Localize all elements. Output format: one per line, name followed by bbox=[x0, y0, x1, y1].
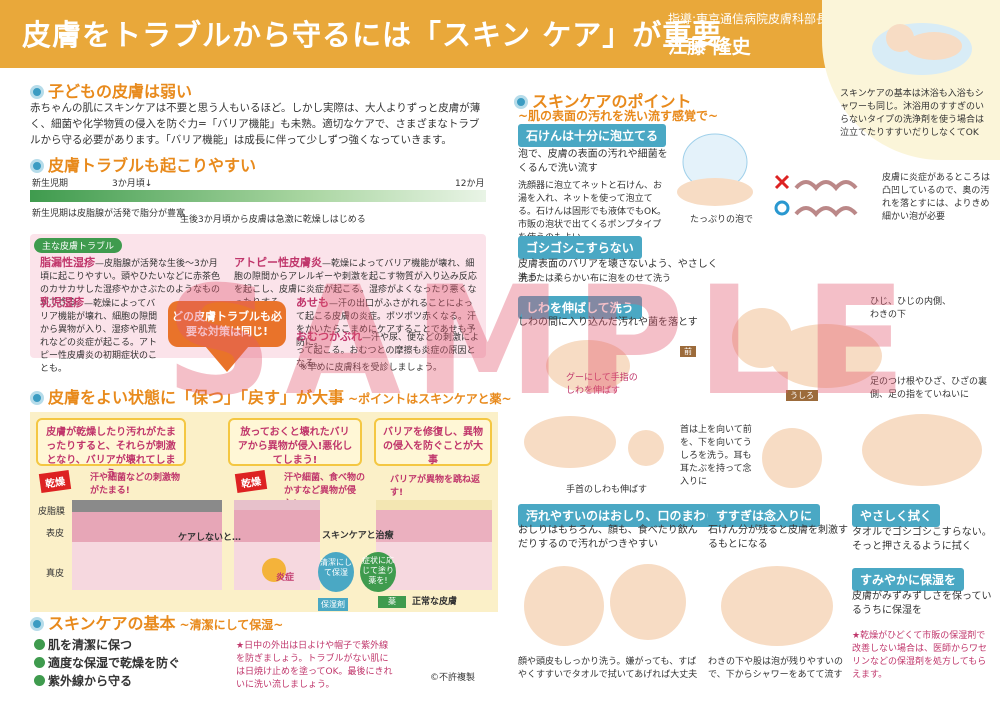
wrist-wash-illustration bbox=[524, 416, 664, 468]
point7-text: 皮膚がみずみずしさを保っているうちに保湿を bbox=[852, 591, 992, 616]
corner-note: スキンケアの基本は沐浴も入浴もシャワーも同じ。沐浴用のすすぎのいらないタイプの洗… bbox=[840, 89, 985, 138]
trouble-item: あせも—汗の出口がふさがれることによって起こる皮膚の炎症。ポツポツ赤くなる。汗を… bbox=[296, 296, 477, 348]
callout-bubble: どの皮膚トラブルも必要な対策は同じ! bbox=[168, 301, 286, 347]
point2-detail: 手または柔らかい布に泡をのせて洗う bbox=[518, 274, 672, 284]
author-name: 江藤 隆史 bbox=[668, 36, 751, 58]
point3-text: しわの間に入り込んだ汚れや菌を落とす bbox=[518, 317, 698, 328]
foam-comparison-illustration bbox=[774, 174, 858, 218]
medicine-badge: 症状に応じて塗り薬を! bbox=[360, 552, 396, 592]
section4-heading: スキンケアの基本~清潔にして保湿~ bbox=[30, 610, 283, 634]
barrier-card-2: 放っておくと壊れたバリアから異物が侵入!悪化してしまう! bbox=[228, 418, 362, 466]
bullet-icon bbox=[34, 657, 45, 668]
elbow-caption: ひじ、ひじの内側、わきの下 bbox=[870, 297, 952, 320]
foam-comparison-note: 皮膚に炎症があるところは凸凹しているので、奥の汚れを落とすには、よりきめ細かい泡… bbox=[882, 173, 991, 222]
point4-title: 汚れやすいのはおしり、口のまわり、頭皮 bbox=[518, 504, 762, 527]
point3-title: しわを伸ばして洗う bbox=[518, 296, 642, 319]
uv-note: ★日中の外出は日よけや帽子で紫外線を防ぎましょう。トラブルがない肌には日焼け止め… bbox=[236, 641, 393, 690]
section3-heading: 皮膚をよい状態に「保つ」「戻す」が大事~ポイントはスキンケアと薬~ bbox=[30, 384, 512, 408]
hand-wash-illustration bbox=[546, 340, 630, 392]
point7-note: ★乾燥がひどくて市販の保湿剤で改善しない場合は、医師からワセリンなどの保湿剤を処… bbox=[852, 631, 988, 680]
bullet-icon bbox=[34, 639, 45, 650]
barrier-card-1: 皮膚が乾燥したり汚れがたまったりすると、それらが刺激となり、バリアが壊れてしまう bbox=[36, 418, 186, 480]
fist-caption: グーにして手指のしわを伸ばす bbox=[566, 373, 638, 396]
front-tag: 前 bbox=[680, 346, 696, 357]
inflamed-skin-illustration bbox=[234, 500, 320, 590]
layer-label-epidermis: 表皮 bbox=[46, 529, 65, 539]
copyright: ©不許複製 bbox=[430, 673, 476, 683]
trouble-item: おむつかぶれ—汗や尿、便などの刺激によって起こる。おむつとの摩擦も炎症の原因とな… bbox=[296, 330, 480, 369]
timeline-bar bbox=[30, 190, 486, 202]
bottom-face-wash-illustration bbox=[524, 564, 686, 646]
timeline-12months: 12か月 bbox=[455, 179, 485, 189]
bullet-circle-icon bbox=[30, 85, 44, 99]
point1-title: 石けんは十分に泡立てる bbox=[518, 124, 667, 147]
foam-hands-illustration bbox=[677, 133, 753, 206]
trouble-item: 脂漏性湿疹—皮脂腺が活発な生後〜3か月頃に起こりやすい。頭やひたいなどに赤茶色の… bbox=[40, 256, 221, 308]
bullet-circle-icon bbox=[30, 617, 44, 631]
timeline-note-newborn: 新生児期は皮脂腺が活発で脂分が豊富 bbox=[32, 209, 186, 219]
point5-text: 石けん分が残ると皮膚を刺激するもとになる bbox=[708, 525, 848, 550]
normal-skin-label: 正常な皮膚 bbox=[412, 597, 458, 607]
point7-title: すみやかに保湿を bbox=[852, 568, 965, 591]
down-arrow-icon bbox=[205, 346, 249, 372]
footnote: ※早めに皮膚科を受診しましょう。 bbox=[300, 363, 443, 373]
moisturizer-tag: 保湿剤 bbox=[318, 598, 348, 611]
point4-text: おしりはもちろん、顔も、食べたり飲んだりするので汚れがつきやすい bbox=[518, 525, 698, 550]
page-title: 皮膚をトラブルから守るには「スキン ケア」が重要 bbox=[22, 18, 723, 52]
basic-item: 適度な保湿で乾燥を防ぐ bbox=[34, 654, 180, 671]
barrier-card-3: バリアを修復し、異物の侵入を防ぐことが大事 bbox=[374, 418, 492, 466]
neck-caption: 首は上を向いて前を、下を向いてうしろを洗う。耳も耳たぶを持って念入りに bbox=[680, 425, 752, 487]
timeline-note-3months: 生後3か月頃から皮膚は急激に乾燥しはじめる bbox=[180, 215, 366, 225]
layer-label-sebum: 皮脂膜 bbox=[38, 507, 66, 517]
reflect-note: バリアが異物を跳ね返す! bbox=[390, 475, 481, 498]
point2-title: ゴシゴシこすらない bbox=[518, 236, 642, 259]
baby-bath-illustration bbox=[872, 23, 972, 75]
back-tag: うしろ bbox=[786, 390, 818, 401]
timeline-newborn: 新生児期 bbox=[32, 179, 69, 189]
supervisor-label: 指導:東京通信病院皮膚科部長 bbox=[668, 12, 829, 26]
point5-title: すすぎは念入りに bbox=[708, 504, 821, 527]
point5-caption: わきの下や股は泡が残りやすいので、下からシャワーをあてて流す bbox=[708, 657, 844, 680]
layer-label-dermis: 真皮 bbox=[46, 569, 65, 579]
points-heading: スキンケアのポイント bbox=[514, 88, 692, 112]
foam-caption: たっぷりの泡で bbox=[690, 215, 754, 225]
damaged-skin-illustration bbox=[72, 500, 222, 590]
trouble-tag: 主な皮膚トラブル bbox=[34, 238, 123, 253]
point6-text: タオルでゴシゴシこすらない。そっと押さえるように拭く bbox=[852, 527, 992, 552]
point2-text: 皮膚表面のバリアを壊さないよう、やさしく洗う bbox=[518, 259, 718, 284]
irritant-note: 汗や細菌などの刺激物がたまる! bbox=[90, 473, 181, 496]
no-care-arrow-label: ケアしないと… bbox=[178, 533, 242, 543]
leg-caption: 足のつけ根やひざ、ひざの裏側、足の指をていねいに bbox=[870, 377, 988, 400]
point6-title: やさしく拭く bbox=[852, 504, 941, 527]
bullet-circle-icon bbox=[30, 159, 44, 173]
bullet-icon bbox=[34, 675, 45, 686]
bullet-circle-icon bbox=[30, 391, 44, 405]
inflammation-label: 炎症 bbox=[276, 573, 295, 583]
baby-front-illustration bbox=[732, 308, 882, 388]
baby-back-illustration bbox=[762, 414, 982, 488]
wrist-caption: 手首のしわも伸ばす bbox=[566, 485, 648, 495]
section1-body: 赤ちゃんの肌にスキンケアは不要と思う人もいるほど。しかし実際は、大人よりずっと皮… bbox=[30, 102, 481, 146]
points-subheading: ~肌の表面の汚れを洗い流す感覚で~ bbox=[518, 109, 719, 123]
timeline-3months: 3か月頃↓ bbox=[112, 179, 153, 189]
basic-item: 紫外線から守る bbox=[34, 672, 132, 689]
section2-heading: 皮膚トラブルも起こりやすい bbox=[30, 152, 256, 176]
clean-moisture-badge: 清潔にして保湿 bbox=[318, 552, 354, 592]
basic-item: 肌を清潔に保つ bbox=[34, 636, 132, 653]
bullet-circle-icon bbox=[514, 95, 528, 109]
rinse-illustration bbox=[721, 566, 833, 646]
medicine-tube: 薬 bbox=[378, 596, 406, 608]
point1-text: 泡で、皮膚の表面の汚れや細菌をくるんで洗い流す bbox=[518, 149, 668, 174]
care-arrow-label: スキンケアと治療 bbox=[322, 531, 394, 541]
trouble-item: 乳児湿疹—乾燥によってバリア機能が壊れ、細胞の隙間から異物が入り、湿疹や肌荒れな… bbox=[40, 296, 158, 374]
point4-caption: 顔や頭皮もしっかり洗う。嫌がっても、すばやくすすいでタオルで拭いてあげれば大丈夫 bbox=[518, 657, 698, 680]
section1-heading: 子どもの皮膚は弱い bbox=[30, 78, 192, 102]
